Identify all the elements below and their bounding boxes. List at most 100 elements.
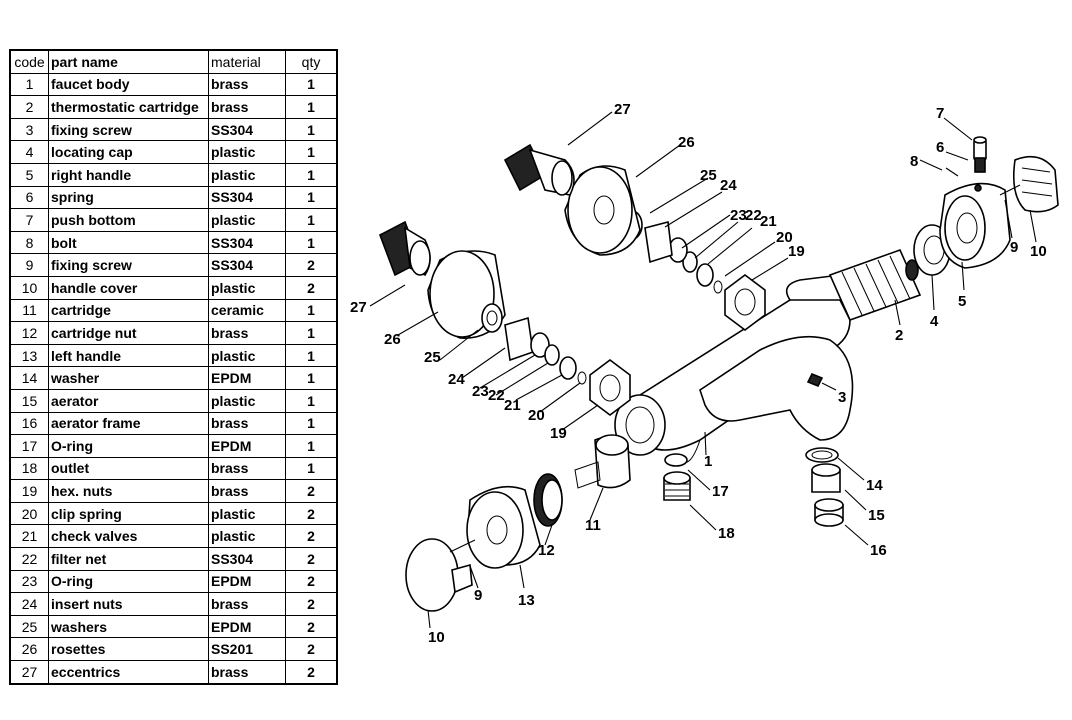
part-material-cell: plastic — [208, 524, 286, 549]
callout-4: 4 — [930, 313, 939, 330]
callout-20-right: 20 — [776, 229, 793, 246]
part-name-cell: eccentrics — [48, 660, 209, 685]
part-name-cell: faucet body — [48, 72, 209, 97]
part-code-cell: 26 — [9, 637, 49, 662]
handle-cover-right-part — [999, 155, 1059, 213]
hex-nut-left-part — [589, 359, 631, 416]
part-name-cell: left handle — [48, 343, 209, 368]
eccentric-right-part — [503, 143, 575, 196]
part-qty-cell: 2 — [285, 660, 338, 685]
part-name-cell: washer — [48, 366, 209, 390]
part-material-cell: brass — [208, 456, 286, 481]
part-qty-cell: 2 — [285, 547, 338, 571]
part-name-cell: fixing screw — [48, 117, 209, 142]
part-qty-cell: 2 — [285, 275, 338, 300]
part-material-cell: SS304 — [208, 230, 286, 255]
right-handle-part — [939, 182, 1011, 269]
aerator-parts — [805, 447, 844, 527]
part-qty-cell: 2 — [285, 253, 338, 277]
part-code-cell: 25 — [9, 614, 49, 639]
part-name-cell: clip spring — [48, 501, 209, 526]
part-code-cell: 4 — [9, 140, 49, 164]
part-qty-cell: 2 — [285, 614, 338, 639]
part-material-cell: brass — [208, 660, 286, 685]
fixing-screw-part — [806, 372, 824, 388]
callout-5: 5 — [958, 293, 966, 310]
part-code-cell: 9 — [9, 253, 49, 277]
rosette-right-part — [564, 165, 641, 256]
part-material-cell: plastic — [208, 343, 286, 368]
part-qty-cell: 1 — [285, 162, 338, 187]
part-code-cell: 8 — [9, 230, 49, 255]
part-qty-cell: 2 — [285, 569, 338, 594]
callout-12: 12 — [538, 542, 555, 559]
part-code-cell: 2 — [9, 95, 49, 119]
callout-25-left: 25 — [424, 349, 441, 366]
callout-19-right: 19 — [788, 243, 805, 260]
part-code-cell: 19 — [9, 479, 49, 503]
part-code-cell: 1 — [9, 72, 49, 97]
part-code-cell: 11 — [9, 298, 49, 323]
part-qty-cell: 1 — [285, 434, 338, 458]
callout-21-right: 21 — [760, 213, 777, 230]
callout-26-left: 26 — [384, 331, 401, 348]
part-code-cell: 17 — [9, 434, 49, 458]
callout-9-right: 9 — [1010, 239, 1018, 256]
part-qty-cell: 1 — [285, 366, 338, 390]
part-material-cell: brass — [208, 411, 286, 436]
callout-27-left: 27 — [350, 299, 367, 316]
callout-16: 16 — [870, 542, 887, 559]
part-qty-cell: 1 — [285, 140, 338, 164]
part-code-cell: 12 — [9, 321, 49, 345]
part-qty-cell: 2 — [285, 592, 338, 616]
callout-27-right: 27 — [614, 101, 631, 118]
part-material-cell: SS304 — [208, 185, 286, 210]
part-qty-cell: 1 — [285, 230, 338, 255]
callout-10-right: 10 — [1030, 243, 1047, 260]
part-name-cell: right handle — [48, 162, 209, 187]
part-name-cell: locating cap — [48, 140, 209, 164]
part-qty-cell: 1 — [285, 411, 338, 436]
part-name-cell: fixing screw — [48, 253, 209, 277]
part-code-cell: 15 — [9, 388, 49, 413]
part-material-cell: ceramic — [208, 298, 286, 323]
part-name-cell: O-ring — [48, 434, 209, 458]
part-code-cell: 3 — [9, 117, 49, 142]
part-material-cell: brass — [208, 72, 286, 97]
part-name-cell: outlet — [48, 456, 209, 481]
push-button-part — [945, 136, 987, 177]
part-code-cell: 6 — [9, 185, 49, 210]
part-material-cell: plastic — [208, 388, 286, 413]
part-qty-cell: 1 — [285, 343, 338, 368]
callout-8: 8 — [910, 153, 918, 170]
callout-2: 2 — [895, 327, 903, 344]
part-name-cell: thermostatic cartridge — [48, 95, 209, 119]
part-code-cell: 18 — [9, 456, 49, 481]
part-qty-cell: 2 — [285, 637, 338, 662]
header-material: material — [208, 49, 286, 74]
left-handle-part — [466, 485, 541, 569]
part-code-cell: 20 — [9, 501, 49, 526]
left-inlet-fittings — [504, 316, 587, 385]
part-material-cell: plastic — [208, 501, 286, 526]
part-qty-cell: 2 — [285, 524, 338, 549]
callout-20-left: 20 — [528, 407, 545, 424]
part-name-cell: insert nuts — [48, 592, 209, 616]
callout-labels: 1 2 3 4 5 6 7 8 9 10 11 12 13 14 15 16 1… — [350, 101, 1047, 646]
part-material-cell: plastic — [208, 140, 286, 164]
part-qty-cell: 1 — [285, 388, 338, 413]
